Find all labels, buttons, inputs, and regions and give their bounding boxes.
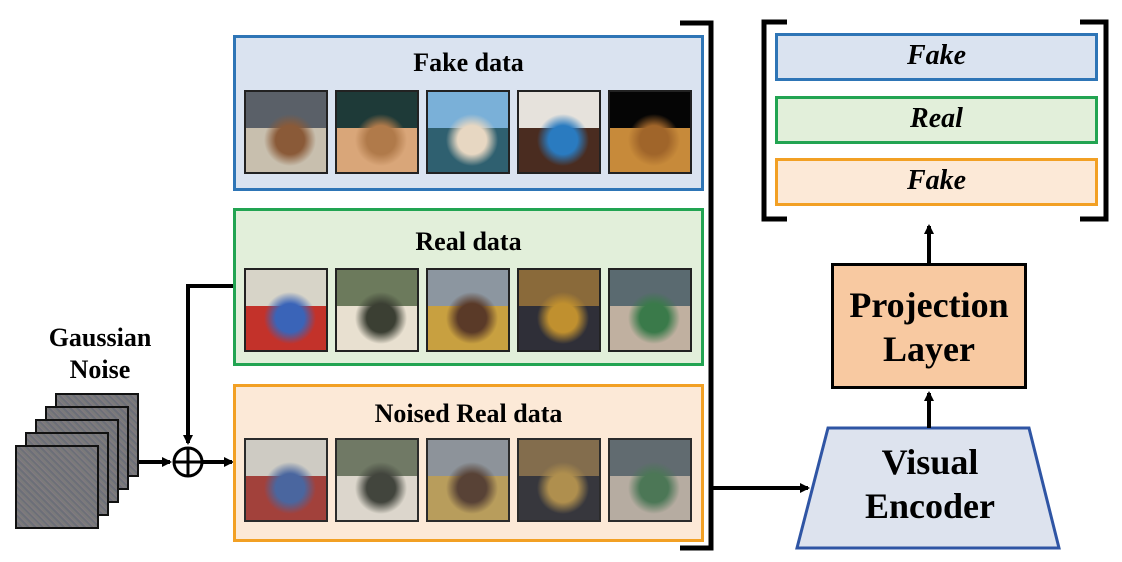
fake-image-wheat xyxy=(608,90,692,174)
noised-image-afghan-hound xyxy=(517,438,601,522)
noise-label-line1: Gaussian xyxy=(48,323,152,352)
real-image-baby-in-crib xyxy=(335,268,419,352)
noised-image-firefighters xyxy=(426,438,510,522)
noised-image-soup-pot xyxy=(608,438,692,522)
noise-image xyxy=(15,445,99,529)
fake-image-dog xyxy=(517,90,601,174)
noised-real-data-panel: Noised Real data xyxy=(233,384,704,542)
real-data-title: Real data xyxy=(415,227,522,256)
fake-image-spider xyxy=(244,90,328,174)
fake-data-title: Fake data xyxy=(413,48,524,77)
output-bracket-right xyxy=(1080,19,1109,222)
fake-data-panel: Fake data xyxy=(233,35,704,191)
output-label-fake-0: Fake xyxy=(775,33,1098,81)
projection-line2: Layer xyxy=(883,329,975,369)
projection-line1: Projection xyxy=(849,285,1009,325)
noised-real-data-title: Noised Real data xyxy=(374,399,563,428)
gaussian-noise-label: Gaussian Noise xyxy=(20,322,180,386)
real-image-soup-pot xyxy=(608,268,692,352)
noised-image-baby-in-crib xyxy=(335,438,419,522)
noise-label-line2: Noise xyxy=(69,355,131,384)
visual-encoder-shape xyxy=(795,426,1061,550)
real-image-wheelbarrows xyxy=(244,268,328,352)
projection-layer: Projection Layer xyxy=(831,263,1027,389)
output-label-real-1: Real xyxy=(775,96,1098,144)
real-image-afghan-hound xyxy=(517,268,601,352)
plus-operator-icon xyxy=(172,446,204,478)
visual-encoder: Visual Encoder xyxy=(820,440,1040,528)
output-bracket-left xyxy=(761,19,787,222)
data-bracket xyxy=(680,20,714,551)
encoder-line2: Encoder xyxy=(865,486,995,526)
encoder-line1: Visual xyxy=(881,442,979,482)
noised-image-wheelbarrows xyxy=(244,438,328,522)
real-data-panel: Real data xyxy=(233,208,704,366)
real-image-firefighters xyxy=(426,268,510,352)
output-label-fake-2: Fake xyxy=(775,158,1098,206)
arrow-real-to-plus xyxy=(183,284,236,445)
fake-image-seashell xyxy=(426,90,510,174)
fake-image-lamp xyxy=(335,90,419,174)
